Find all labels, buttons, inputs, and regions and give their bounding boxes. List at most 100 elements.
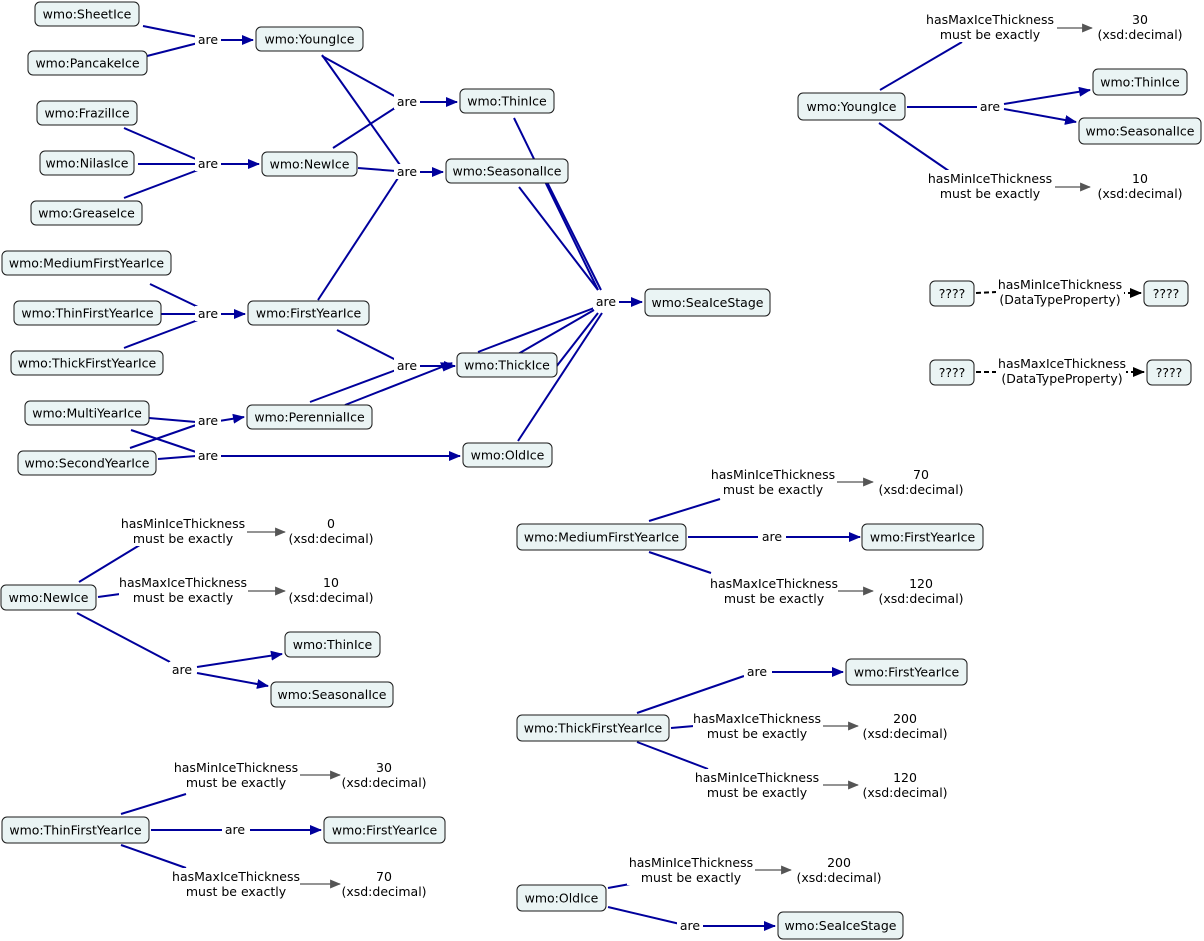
connector-line bbox=[332, 105, 399, 149]
concept-label: wmo:ThinIce bbox=[293, 637, 373, 652]
concept-node-b-thin-ice[interactable]: wmo:ThinIce bbox=[284, 631, 381, 658]
property-label: hasMinIceThickness bbox=[695, 770, 819, 785]
concept-node-b-thick-fyi-target[interactable]: wmo:FirstYearIce bbox=[845, 658, 968, 686]
concept-node-thin-fyi[interactable]: wmo:ThinFirstYearIce bbox=[13, 300, 162, 326]
link-label-are: are bbox=[397, 358, 418, 373]
concept-label: wmo:ThinIce bbox=[1100, 75, 1180, 90]
concept-label: wmo:FirstYearIce bbox=[332, 823, 438, 838]
concept-label: wmo:GreaseIce bbox=[38, 206, 135, 221]
connector-line bbox=[636, 675, 745, 714]
concept-node-nilas-ice[interactable]: wmo:NilasIce bbox=[39, 150, 135, 176]
concept-label: wmo:NewIce bbox=[9, 590, 89, 605]
link-label-are: are bbox=[198, 413, 219, 428]
concept-label: wmo:ThickFirstYearIce bbox=[524, 721, 663, 736]
thickness-value: 70 bbox=[376, 869, 392, 884]
concept-node-b-thin-fyi-target[interactable]: wmo:FirstYearIce bbox=[323, 816, 446, 844]
restriction-label: must be exactly bbox=[723, 482, 824, 497]
property-label: hasMaxIceThickness bbox=[172, 869, 300, 884]
thickness-value: 30 bbox=[376, 760, 392, 775]
thickness-value: 70 bbox=[913, 467, 929, 482]
connector-line bbox=[607, 906, 681, 925]
restriction-label: must be exactly bbox=[641, 870, 742, 885]
concept-node-perennial-ice[interactable]: wmo:PerennialIce bbox=[246, 404, 373, 430]
concept-label: wmo:NewIce bbox=[270, 157, 350, 172]
concept-node-b-old-ice[interactable]: wmo:OldIce bbox=[516, 884, 607, 912]
connector-arrow bbox=[1003, 86, 1091, 105]
connector-line bbox=[123, 319, 199, 349]
concept-label: wmo:ThickIce bbox=[464, 358, 550, 373]
concept-node-unknown-4[interactable]: ???? bbox=[1146, 359, 1192, 386]
concept-label: wmo:SecondYearIce bbox=[25, 456, 150, 471]
concept-label: wmo:FirstYearIce bbox=[870, 530, 976, 545]
link-label-are: are bbox=[680, 918, 701, 933]
concept-node-second-year-ice[interactable]: wmo:SecondYearIce bbox=[17, 450, 157, 476]
concept-node-sheet-ice[interactable]: wmo:SheetIce bbox=[34, 1, 140, 27]
concept-label: wmo:FirstYearIce bbox=[256, 306, 362, 321]
concept-node-b-medium-fyi[interactable]: wmo:MediumFirstYearIce bbox=[516, 523, 687, 551]
connector-line bbox=[309, 369, 397, 403]
concept-label: wmo:MediumFirstYearIce bbox=[524, 530, 680, 545]
connector-line bbox=[321, 54, 401, 166]
connector-line bbox=[513, 117, 599, 291]
connector-line bbox=[517, 309, 595, 355]
link-label-are: are bbox=[747, 664, 768, 679]
concept-node-b-seasonal-ice[interactable]: wmo:SeasonalIce bbox=[270, 681, 394, 708]
concept-label: ???? bbox=[1156, 365, 1183, 380]
concept-label: wmo:NilasIce bbox=[46, 156, 129, 171]
concept-label: wmo:ThinFirstYearIce bbox=[9, 823, 142, 838]
concept-label: wmo:ThinFirstYearIce bbox=[21, 306, 154, 321]
concept-label: wmo:SeasonalIce bbox=[1085, 124, 1194, 139]
concept-node-pancake-ice[interactable]: wmo:PancakeIce bbox=[27, 50, 148, 76]
property-label: hasMinIceThickness bbox=[928, 171, 1052, 186]
concept-node-frazil-ice[interactable]: wmo:FrazilIce bbox=[36, 100, 138, 126]
concept-node-grease-ice[interactable]: wmo:GreaseIce bbox=[30, 200, 143, 226]
datatype-label: (xsd:decimal) bbox=[288, 590, 373, 605]
concept-node-r-thin-ice[interactable]: wmo:ThinIce bbox=[1092, 68, 1188, 96]
connector-line bbox=[130, 429, 197, 453]
concept-node-r-seasonal-ice[interactable]: wmo:SeasonalIce bbox=[1078, 117, 1202, 145]
concept-node-b-medium-fyi-target[interactable]: wmo:FirstYearIce bbox=[861, 523, 984, 551]
datatype-label: (xsd:decimal) bbox=[862, 785, 947, 800]
concept-node-old-ice[interactable]: wmo:OldIce bbox=[462, 442, 553, 468]
concept-label: wmo:PerennialIce bbox=[254, 410, 365, 425]
concept-node-b-old-ice-target[interactable]: wmo:SeaIceStage bbox=[777, 911, 904, 940]
concept-label: wmo:FirstYearIce bbox=[854, 665, 960, 680]
connector-line bbox=[157, 455, 197, 460]
concept-node-b-thick-fyi[interactable]: wmo:ThickFirstYearIce bbox=[516, 714, 670, 742]
concept-node-b-thin-fyi[interactable]: wmo:ThinFirstYearIce bbox=[1, 816, 150, 844]
concept-node-thick-fyi[interactable]: wmo:ThickFirstYearIce bbox=[10, 350, 164, 376]
restriction-label: must be exactly bbox=[940, 186, 1041, 201]
concept-node-unknown-2[interactable]: ???? bbox=[1143, 280, 1189, 307]
connector-line bbox=[123, 169, 199, 199]
concept-node-first-year-ice[interactable]: wmo:FirstYearIce bbox=[247, 300, 370, 326]
datatype-label: (xsd:decimal) bbox=[288, 531, 373, 546]
thickness-value: 200 bbox=[893, 711, 917, 726]
concept-node-unknown-1[interactable]: ???? bbox=[929, 280, 975, 307]
property-label: hasMinIceThickness bbox=[174, 760, 298, 775]
concept-label: wmo:SeasonalIce bbox=[277, 687, 386, 702]
concept-node-b-new-ice[interactable]: wmo:NewIce bbox=[0, 584, 97, 611]
property-label: hasMinIceThickness bbox=[711, 467, 835, 482]
datatype-label: (xsd:decimal) bbox=[796, 870, 881, 885]
datatype-label: (xsd:decimal) bbox=[862, 726, 947, 741]
concept-node-r-young-ice[interactable]: wmo:YoungIce bbox=[797, 92, 906, 121]
concept-node-multi-year-ice[interactable]: wmo:MultiYearIce bbox=[24, 400, 150, 426]
concept-label: wmo:SeaIceStage bbox=[785, 918, 897, 933]
connector-line bbox=[518, 186, 599, 291]
thickness-value: 30 bbox=[1132, 12, 1148, 27]
restriction-label: (DataTypeProperty) bbox=[1001, 371, 1122, 386]
concept-node-thin-ice[interactable]: wmo:ThinIce bbox=[459, 88, 555, 114]
concept-label: wmo:OldIce bbox=[471, 448, 545, 463]
concept-node-young-ice[interactable]: wmo:YoungIce bbox=[255, 26, 364, 52]
concept-node-sea-ice-stage[interactable]: wmo:SeaIceStage bbox=[644, 288, 771, 317]
concept-label: wmo:SeasonalIce bbox=[452, 164, 561, 179]
concept-node-unknown-3[interactable]: ???? bbox=[929, 359, 975, 386]
concept-node-thick-ice[interactable]: wmo:ThickIce bbox=[456, 352, 558, 378]
link-label-are: are bbox=[762, 529, 783, 544]
restriction-label: must be exactly bbox=[186, 775, 287, 790]
connector-arrow bbox=[1003, 108, 1077, 125]
property-label: hasMaxIceThickness bbox=[926, 12, 1054, 27]
concept-node-seasonal-ice[interactable]: wmo:SeasonalIce bbox=[445, 158, 569, 184]
concept-node-medium-fyi[interactable]: wmo:MediumFirstYearIce bbox=[1, 250, 172, 276]
concept-node-new-ice[interactable]: wmo:NewIce bbox=[261, 151, 358, 177]
